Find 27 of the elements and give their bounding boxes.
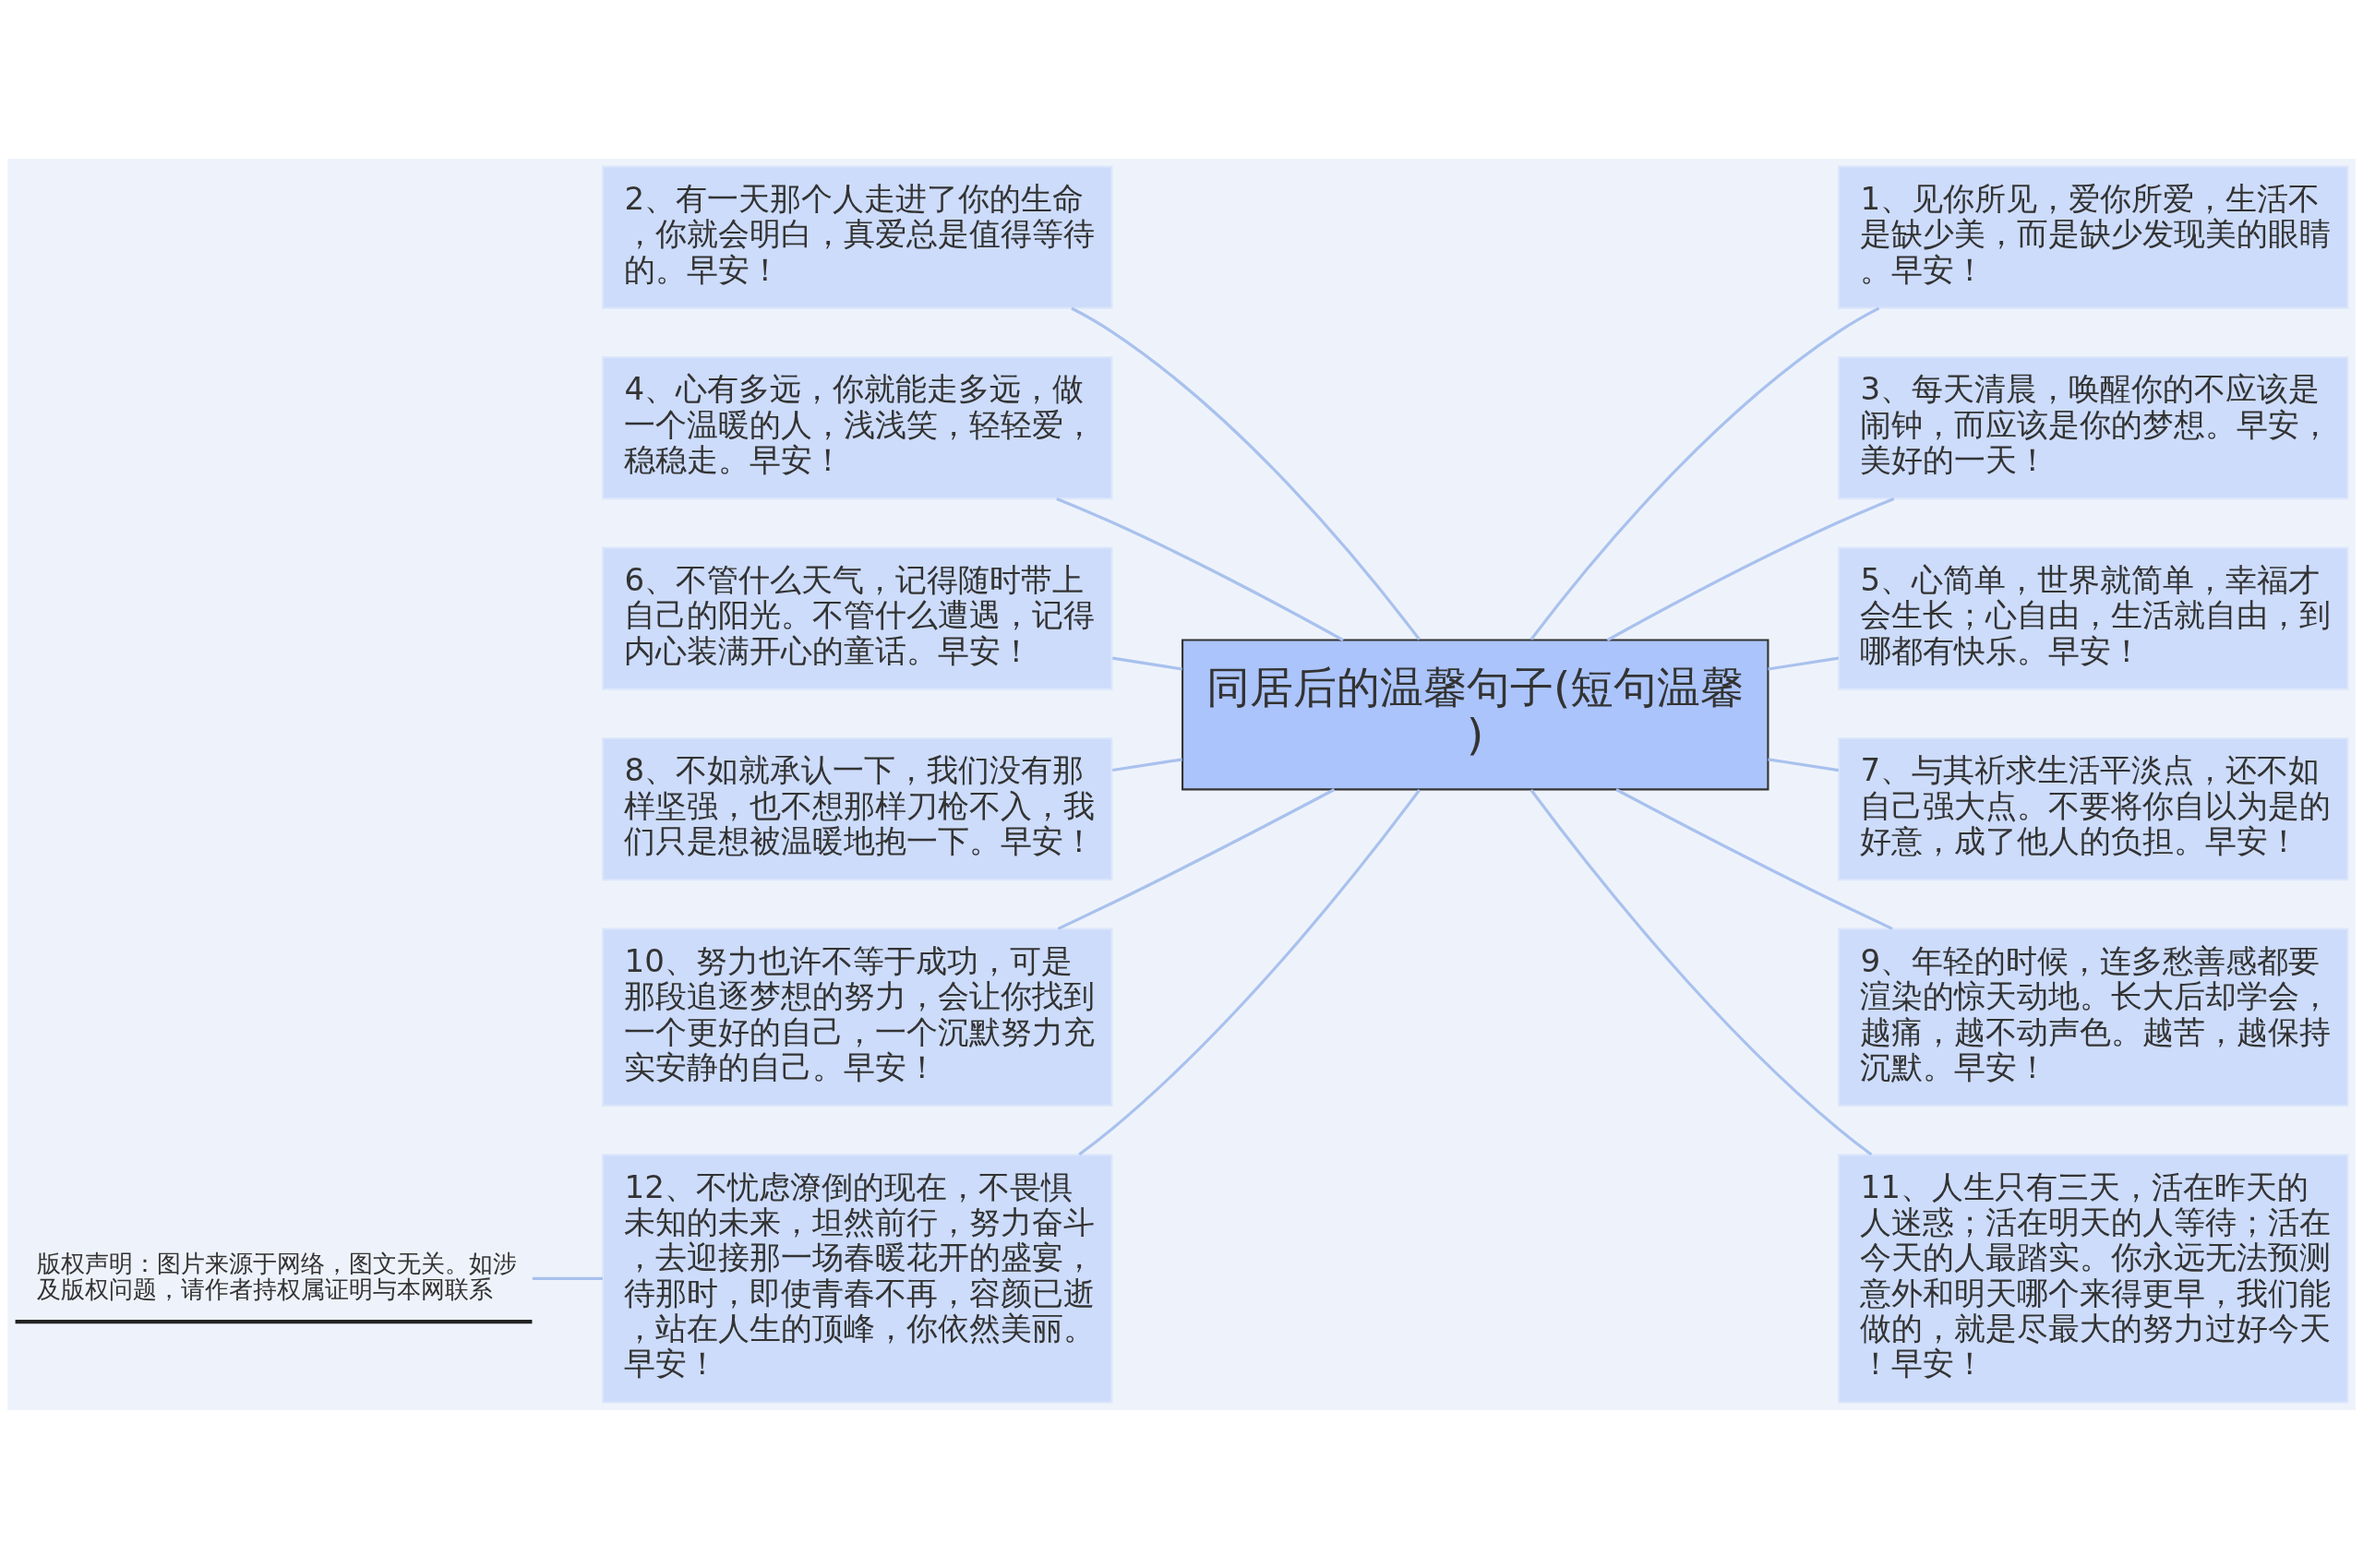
connector bbox=[1112, 757, 1182, 772]
connector bbox=[1606, 497, 1895, 641]
connector bbox=[1615, 787, 1893, 930]
node-box: 9、年轻的时候，连多愁善感都要渲染的惊天动地。长大后却学会，越痛，越不动声色。越苦，越保持沉默。早安！ bbox=[1838, 927, 2349, 1107]
connector bbox=[1112, 656, 1182, 671]
node-box: 1、见你所见，爱你所爱，生活不是缺少美，而是缺少发现美的眼睛。早安！ bbox=[1838, 164, 2349, 309]
connector bbox=[1056, 497, 1344, 641]
connector bbox=[532, 1276, 603, 1280]
node-box: 5、心简单，世界就简单，幸福才会生长；心自由，生活就自由，到哪都有快乐。早安！ bbox=[1838, 545, 2349, 690]
node-text: 版权声明：图片来源于网络，图文无关。如涉及版权问题，请作者持权属证明与本网联系 bbox=[37, 1249, 518, 1303]
connector bbox=[1768, 757, 1840, 772]
node-box: 8、不如就承认一下，我们没有那样坚强，也不想那样刀枪不入，我们只是想被温暖地抱一下。早安！ bbox=[602, 736, 1113, 880]
node-box: 7、与其祈求生活平淡点，还不如自己强大点。不要将你自以为是的好意，成了他人的负担。早安！ bbox=[1838, 736, 2349, 880]
node-box: 12、不忧虑潦倒的现在，不畏惧未知的未来，坦然前行，努力奋斗，去迎接那一场春暖花开的盛宴，待那时，即使青春不再，容颜已逝，站在人生的顶峰，你依然美丽。早安！ bbox=[602, 1153, 1113, 1404]
connector bbox=[1078, 788, 1421, 1155]
node-box: 11、人生只有三天，活在昨天的人迷惑；活在明天的人等待；活在今天的人最踏实。你永远无法预测意外和明天哪个来得更早，我们能做的，就是尽最大的努力过好今天！早安！ bbox=[1838, 1153, 2349, 1404]
node-box: 2、有一天那个人走进了你的生命，你就会明白，真爱总是值得等待的。早安！ bbox=[602, 164, 1113, 309]
node-box: 3、每天清晨，唤醒你的不应该是闹钟，而应该是你的梦想。早安，美好的一天！ bbox=[1838, 355, 2349, 499]
connector bbox=[1057, 787, 1336, 930]
connector bbox=[1768, 656, 1840, 671]
connector bbox=[1071, 306, 1421, 640]
node-box: 4、心有多远，你就能走多远，做一个温暖的人，浅浅笑，轻轻爱，稳稳走。早安！ bbox=[602, 355, 1113, 499]
connector bbox=[1529, 306, 1880, 640]
node-box: 6、不管什么天气，记得随时带上自己的阳光。不管什么遭遇，记得内心装满开心的童话。早安！ bbox=[602, 545, 1113, 690]
node-box: 10、努力也许不等于成功，可是那段追逐梦想的努力，会让你找到一个更好的自己，一个沉默努力充实安静的自己。早安！ bbox=[602, 927, 1113, 1107]
connector bbox=[1529, 788, 1873, 1155]
node-box: 同居后的温馨句子(短句温馨) bbox=[1182, 638, 1769, 790]
